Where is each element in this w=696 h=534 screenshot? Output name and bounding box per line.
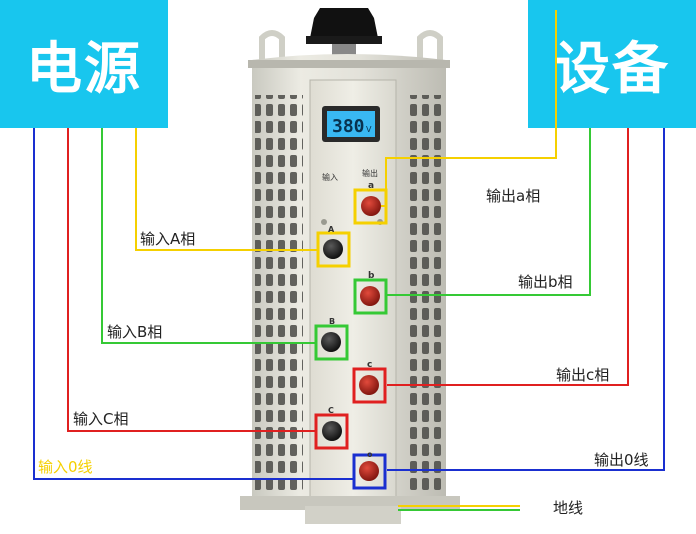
terminal-letter-c: c (367, 360, 372, 370)
terminal-letter-o: o (367, 450, 373, 459)
terminal-letter-a: a (368, 181, 374, 191)
wire-input-c (67, 128, 316, 432)
wire-output-zero (387, 128, 665, 471)
label-output-b-phase: 输出b相 (518, 273, 573, 291)
wire-output-b (387, 128, 591, 296)
display-unit: V (366, 125, 372, 134)
panel-input-label: 输入 (322, 172, 338, 182)
label-ground: 地线 (553, 499, 584, 517)
terminal-output-zero (352, 453, 387, 490)
terminal-output-a (353, 188, 388, 225)
label-input-c-phase: 输入C相 (73, 410, 129, 428)
panel-output-label: 输出 (362, 168, 378, 178)
label-output-zero: 输出0线 (594, 451, 649, 469)
terminal-letter-B: B (329, 317, 335, 326)
transformer-body (240, 54, 460, 524)
terminal-input-c (314, 413, 349, 450)
terminal-letter-C: C (328, 406, 334, 415)
lifting-handle-left (259, 30, 285, 62)
wire-input-a (135, 128, 318, 251)
label-output-a-phase: 输出a相 (486, 187, 541, 205)
terminal-input-b (314, 324, 349, 361)
terminal-input-a (316, 231, 351, 268)
label-input-b-phase: 输入B相 (107, 323, 163, 341)
label-input-a-phase: 输入A相 (140, 230, 196, 248)
power-source-label: 电源 (0, 0, 168, 128)
label-output-c-phase: 输出c相 (556, 366, 610, 384)
voltage-display (322, 106, 380, 142)
wire-output-c (387, 128, 629, 386)
terminal-letter-A: A (328, 225, 335, 234)
label-input-zero: 输入0线 (38, 458, 93, 476)
terminal-output-c (352, 367, 387, 404)
display-value: 380 (332, 116, 365, 137)
wire-input-zero (33, 128, 353, 480)
terminal-output-b (353, 278, 388, 315)
screw (321, 219, 327, 225)
wire-input-b (101, 128, 316, 344)
lifting-handle-right (417, 30, 443, 62)
top-knob (306, 8, 382, 58)
terminal-letter-b: b (368, 271, 375, 281)
